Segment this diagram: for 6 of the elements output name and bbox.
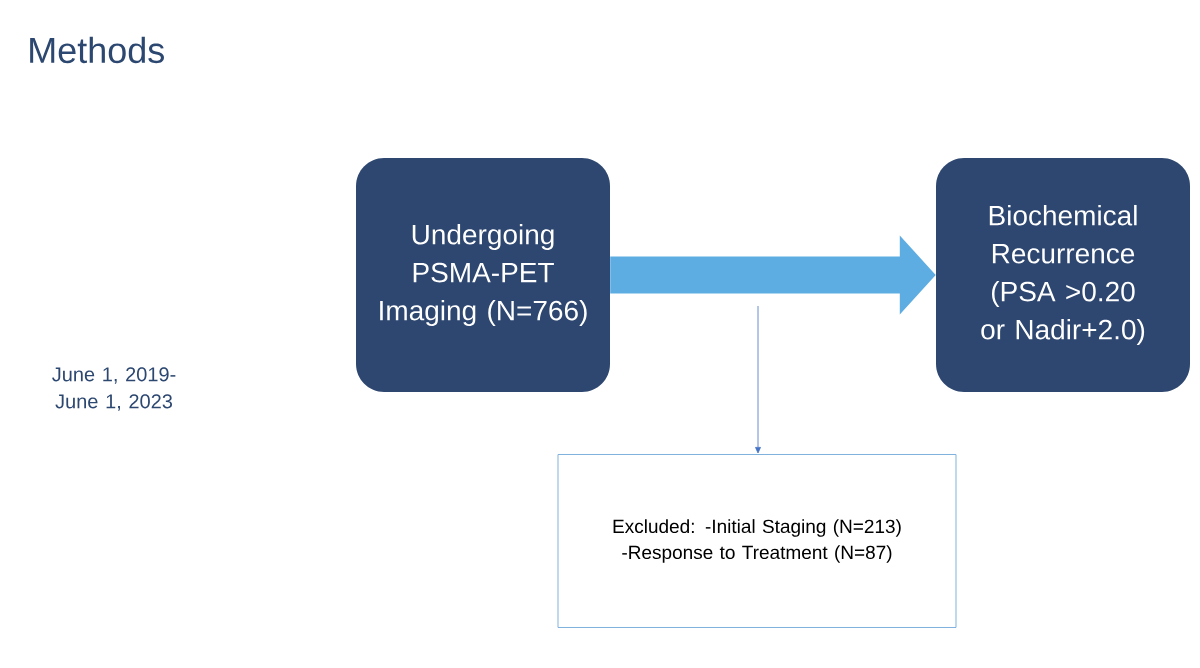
slide-title: Methods (30, 36, 164, 64)
process-box: Undergoing PSMA-PET Imaging (N=766) (356, 158, 610, 392)
date-range: June 1, 2019-June 1, 2023 (52, 367, 176, 411)
arrow (755, 305, 761, 454)
exclusion-box: Excluded: -Initial Staging (N=213) -Response to Treatment (N=87) (557, 454, 957, 628)
process-box: Biochemical Recurrence (PSA >0.20 or Nadir+2.0) (936, 158, 1190, 392)
